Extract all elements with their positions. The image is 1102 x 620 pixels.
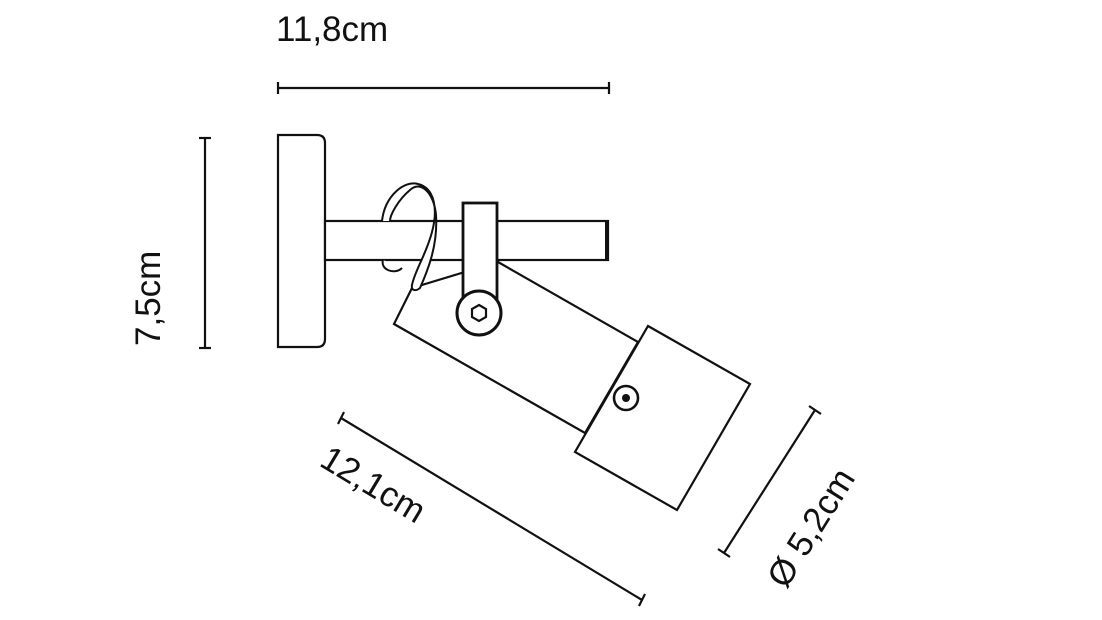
- height-dimension-line: [199, 136, 211, 350]
- bracket-knob: [455, 289, 503, 337]
- height-label: 7,5cm: [129, 251, 168, 346]
- length-label: 12,1cm: [314, 438, 432, 531]
- diameter-dimension-line: [717, 405, 822, 558]
- mount-bracket: [461, 201, 499, 305]
- hex-screw-icon: [470, 303, 488, 323]
- cable-hook-icon: [381, 182, 438, 292]
- head-cylinder: [573, 324, 752, 512]
- diameter-label: Ø 5,2cm: [760, 461, 863, 594]
- width-dimension-line: [276, 82, 611, 94]
- length-dimension-line: [337, 411, 646, 607]
- width-label: 11,8cm: [276, 10, 388, 49]
- wall-plate: [276, 133, 327, 349]
